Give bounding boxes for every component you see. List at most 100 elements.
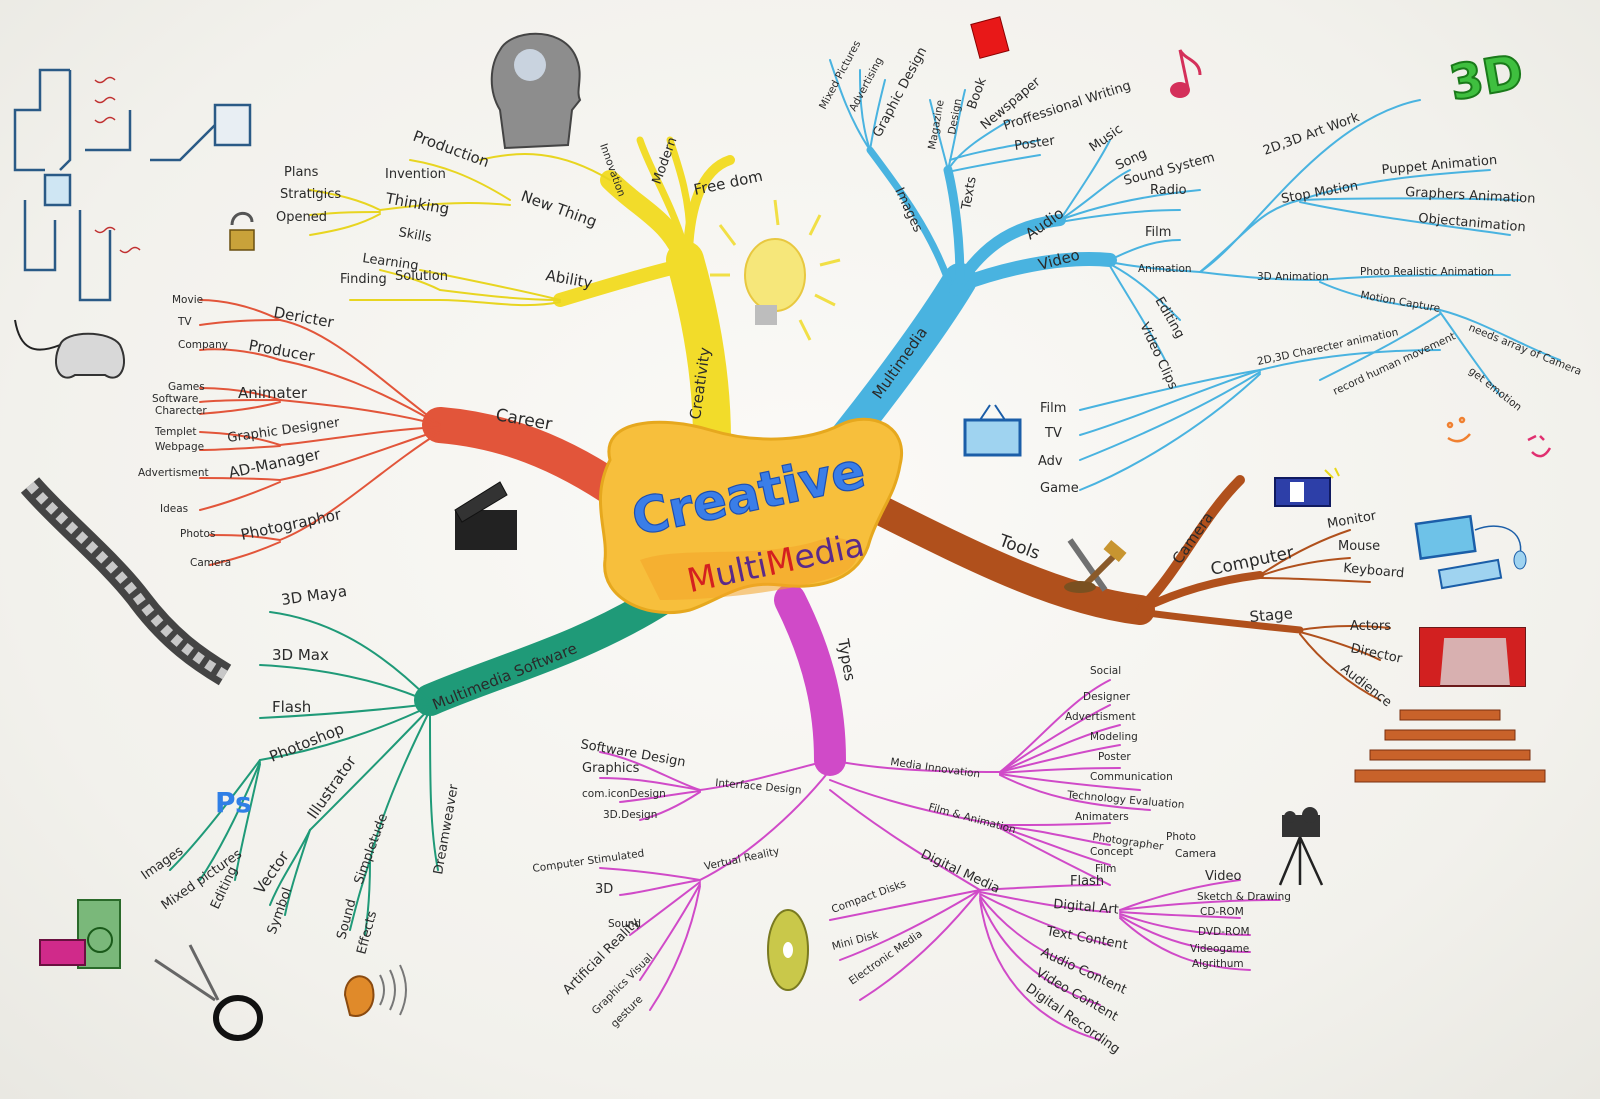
- text-content-label: Text Content: [1044, 924, 1128, 953]
- icon-part: [1531, 447, 1552, 458]
- icon-part: [1082, 552, 1118, 588]
- icon-part: [213, 103, 252, 147]
- branch: [553, 258, 692, 307]
- photos-label: Photos: [180, 528, 215, 540]
- compact-disks-label: Compact Disks: [830, 878, 908, 916]
- career-twigs: [199, 299, 441, 566]
- digital-art-label: Digital Art: [1053, 897, 1120, 918]
- icon-part: [1414, 514, 1477, 560]
- icon-design-label: com.iconDesign: [582, 788, 666, 800]
- stratigics-label: Stratigics: [280, 187, 341, 202]
- adv-label: Adv: [1038, 454, 1063, 469]
- branch: [600, 170, 695, 270]
- videogame-label: Videogame: [1190, 943, 1249, 955]
- icon-part: [963, 418, 1022, 457]
- mouse-label: Mouse: [1338, 539, 1380, 554]
- photo-label: Photo: [1166, 831, 1196, 843]
- icon-part: [1458, 416, 1466, 424]
- images-label: Images: [891, 185, 925, 235]
- icon-part: [490, 32, 582, 150]
- icon-part: [229, 229, 255, 251]
- smiley-icon: [1446, 416, 1471, 443]
- film-types-label: Film: [1095, 863, 1116, 875]
- camera-tools-label: Camera: [1169, 509, 1218, 568]
- cd-rom-label: CD-ROM: [1200, 906, 1244, 918]
- flash-types-label: Flash: [1070, 874, 1104, 889]
- photographor-label: Photographor: [239, 505, 343, 544]
- graphers-animation-label: Graphers Animation: [1405, 185, 1536, 207]
- icon-part: [1527, 434, 1545, 442]
- animation-label: Animation: [1138, 263, 1192, 275]
- thin-branches: [169, 59, 1561, 1041]
- icon-part: [14, 319, 61, 351]
- icon-part: [755, 305, 777, 325]
- icon-part: [1324, 467, 1340, 479]
- padlock-icon: [229, 211, 255, 251]
- texts-label: Texts: [959, 175, 980, 211]
- film-strip-icon: [20, 477, 232, 686]
- film-animation-label: Film & Animation: [927, 801, 1017, 836]
- sound-types-label: Sound: [608, 918, 641, 930]
- icon-part: [150, 124, 216, 162]
- images-software-label: Images: [139, 844, 187, 884]
- social-label: Social: [1090, 665, 1121, 677]
- sound-software-label: Sound: [334, 898, 359, 941]
- dreamweaver-label: Dreamweaver: [431, 783, 462, 876]
- get-emotion-label: get emotion: [1466, 365, 1524, 414]
- camera-icon: [1274, 467, 1340, 507]
- invention-label: Invention: [385, 167, 446, 182]
- tools-twigs: [1259, 529, 1391, 701]
- speaker-icon: [343, 964, 407, 1017]
- object-animation-label: Objectanimation: [1418, 211, 1527, 235]
- icon-part: [85, 110, 132, 152]
- needs-array-label: needs array of Camera: [1467, 322, 1583, 378]
- freedom-label: Free dom: [692, 167, 764, 199]
- film-label: Film: [1145, 225, 1171, 240]
- icon-part: [1170, 82, 1190, 98]
- icon-part: [188, 944, 220, 1001]
- icon-part: [39, 939, 86, 966]
- games-label: Games: [168, 381, 205, 393]
- max-label: 3D Max: [272, 646, 329, 664]
- radio-label: Radio: [1150, 183, 1187, 198]
- clapperboard-icon: [454, 481, 517, 550]
- image-collage-icon: [39, 899, 121, 969]
- templet-label: Templet: [154, 426, 196, 438]
- icon-part: [1064, 581, 1096, 593]
- icon-part: [1284, 811, 1296, 823]
- book-label: Book: [965, 75, 990, 111]
- icon-part: [514, 49, 546, 81]
- flow-diagram-icon: [13, 68, 252, 302]
- monitor-label: Monitor: [1326, 508, 1378, 531]
- stop-motion-label: Stop Motion: [1280, 179, 1359, 207]
- game-controller-icon: [14, 319, 125, 379]
- charecter-label: Charecter: [155, 405, 207, 417]
- vertual-reality-label: Vertual Reality: [703, 845, 780, 873]
- icon-part: [23, 200, 57, 272]
- graphics-label: Graphics: [582, 761, 640, 776]
- book-icon: [970, 16, 1010, 59]
- artificial-reality-label: Artificial Reality: [560, 915, 643, 998]
- icon-part: [979, 404, 1006, 421]
- animaters-label: Animaters: [1075, 811, 1129, 823]
- icon-part: [343, 975, 375, 1017]
- film2-label: Film: [1040, 401, 1066, 416]
- solution-label: Solution: [395, 269, 448, 284]
- icon-part: [454, 481, 508, 523]
- icon-part: [1103, 539, 1127, 563]
- creativity-trunk: [666, 241, 731, 459]
- designer-label: Designer: [1083, 691, 1131, 703]
- symbol-label: Symbol: [265, 886, 296, 937]
- modeling-label: Modeling: [1090, 731, 1138, 743]
- maya-label: 3D Maya: [280, 582, 348, 609]
- icon-part: [1384, 729, 1516, 741]
- icon-part: [1513, 550, 1527, 570]
- poster-label: Poster: [1013, 133, 1056, 154]
- ideas-label: Ideas: [160, 503, 188, 515]
- charecter-animation-label: 2D,3D Charecter animation: [1256, 326, 1399, 368]
- dvd-rom-label: DVD-ROM: [1198, 926, 1250, 938]
- icon-part: [1474, 525, 1522, 556]
- branch: [1135, 475, 1245, 615]
- movie-label: Movie: [172, 294, 203, 306]
